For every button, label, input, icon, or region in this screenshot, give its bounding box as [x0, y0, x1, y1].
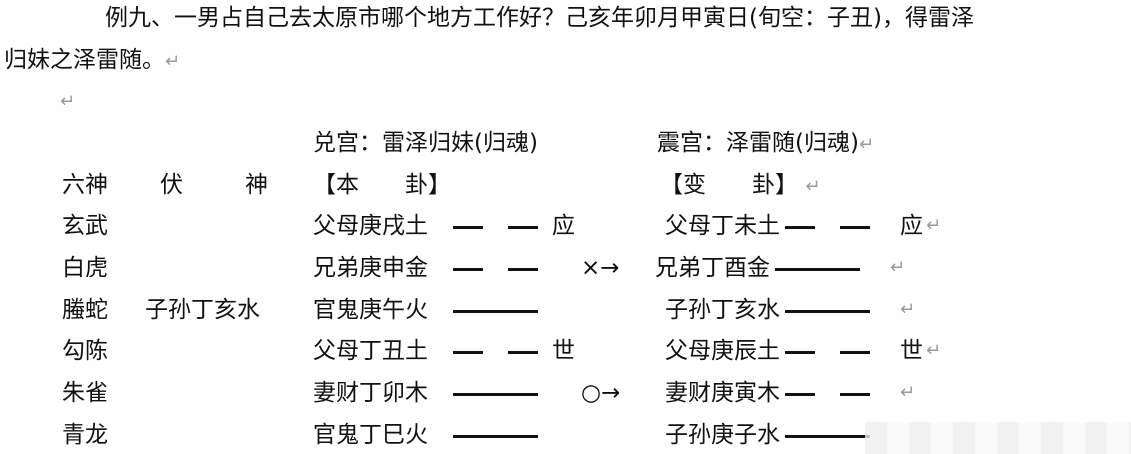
bian-gua-header: 【变 卦】 ↵ — [660, 171, 820, 201]
moving-line-arrow: ×→ — [581, 254, 620, 281]
changed-line-label: 子孙丁亥水 — [665, 296, 780, 323]
fushen-header-a: 伏 — [160, 172, 183, 198]
shi-ying-mark: 世 — [900, 338, 923, 365]
main-line-label: 兄弟庚申金 — [313, 254, 428, 281]
left-gua-title: 兑宫：雷泽归妹(归魂) — [313, 130, 538, 156]
fushen-header-b: 神 — [245, 172, 268, 198]
yang-line-symbol — [775, 267, 860, 271]
paragraph-mark: ↵ — [858, 134, 875, 155]
yang-line-symbol — [785, 435, 870, 438]
yin-line-symbol — [785, 351, 870, 355]
shi-ying-mark: 世 — [552, 338, 575, 365]
paragraph-mark: ↵ — [900, 298, 916, 320]
bian-gua-text: 【变 卦】 — [660, 172, 798, 198]
changed-line-label: 兄弟丁酉金 — [655, 254, 770, 281]
main-line-label: 妻财丁卯木 — [313, 380, 428, 407]
main-line-label: 官鬼庚午火 — [313, 296, 428, 323]
main-line-label: 官鬼丁巳火 — [313, 422, 428, 448]
yang-line-symbol — [785, 309, 870, 313]
shi-ying-mark: 应 — [900, 213, 923, 239]
right-gua-title: 震宫：泽雷随(归魂)↵ — [657, 129, 874, 159]
yang-line-symbol — [453, 309, 538, 313]
liushen-god: 勾陈 — [62, 338, 108, 365]
fushen-hidden: 子孙丁亥水 — [145, 296, 260, 323]
changed-line-label: 子孙庚子水 — [665, 422, 780, 448]
moving-line-arrow: ○→ — [581, 380, 621, 407]
yin-line-symbol — [453, 226, 538, 229]
yin-line-symbol — [785, 226, 870, 229]
yang-line-symbol — [453, 393, 538, 397]
yin-line-symbol — [785, 393, 870, 397]
intro-line-1: 例九、一男占自己去太原市哪个地方工作好？己亥年卯月甲寅日(旬空：子丑)，得雷泽 — [105, 5, 974, 31]
main-line-label: 父母庚戌土 — [313, 213, 428, 239]
intro-text: 归妹之泽雷随。 — [4, 47, 165, 73]
paragraph-mark: ↵ — [926, 340, 942, 362]
paragraph-mark: ↵ — [805, 176, 821, 197]
paragraph-mark: ↵ — [60, 91, 76, 112]
changed-line-label: 妻财庚寅木 — [665, 380, 780, 407]
liushen-god: 青龙 — [62, 422, 108, 448]
changed-line-label: 父母丁未土 — [665, 213, 780, 239]
paragraph-mark: ↵ — [890, 256, 906, 278]
ben-gua-header: 【本 卦】 — [313, 172, 451, 198]
yang-line-symbol — [453, 435, 538, 438]
paragraph-mark: ↵ — [926, 215, 942, 236]
liushen-god: 白虎 — [62, 254, 108, 281]
intro-line-2: 归妹之泽雷随。↵ — [4, 46, 180, 76]
yin-line-symbol — [453, 351, 538, 355]
liushen-god: 玄武 — [62, 213, 108, 239]
changed-line-label: 父母庚辰土 — [665, 338, 780, 365]
right-title-text: 震宫：泽雷随(归魂) — [657, 130, 859, 156]
paragraph-mark: ↵ — [900, 382, 916, 404]
liushen-god: 朱雀 — [62, 380, 108, 407]
watermark-blur — [865, 422, 1131, 454]
liushen-god: 螣蛇 — [62, 296, 108, 323]
paragraph-mark: ↵ — [165, 51, 181, 72]
liushen-header: 六神 — [62, 172, 108, 198]
main-line-label: 父母丁丑土 — [313, 338, 428, 365]
yin-line-symbol — [453, 267, 538, 271]
shi-ying-mark: 应 — [552, 213, 575, 239]
